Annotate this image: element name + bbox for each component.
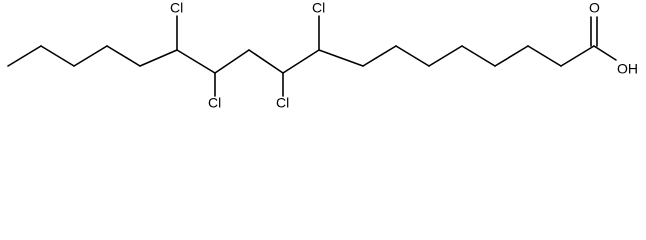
atom-label-cl-c12: Cl xyxy=(208,95,221,111)
atom-label-cl-c10: Cl xyxy=(276,95,289,111)
bond-c4-c5 xyxy=(461,45,496,67)
bond-c7-c8 xyxy=(362,45,397,67)
bond-c2-c3 xyxy=(527,45,562,67)
bond-c14-c15 xyxy=(106,45,141,67)
chlorine-bonds xyxy=(176,15,320,97)
bond-c9-c10 xyxy=(282,49,320,74)
bond-c1-oh xyxy=(593,45,617,61)
molecule-diagram: Cl Cl Cl Cl O OH xyxy=(0,0,646,118)
bond-c15-c16 xyxy=(73,45,108,67)
bond-c17-c18 xyxy=(7,45,42,67)
atom-label-carbonyl-o: O xyxy=(589,0,600,16)
atom-label-cl-c9: Cl xyxy=(312,0,325,16)
bond-c16-c17 xyxy=(40,45,75,67)
bond-c10-c11 xyxy=(248,49,284,74)
bond-c3-c4 xyxy=(494,45,529,67)
atom-labels: Cl Cl Cl Cl O OH xyxy=(170,0,638,111)
carbon-chain xyxy=(7,45,595,74)
bond-c5-c6 xyxy=(428,45,463,67)
bond-c11-c12 xyxy=(214,49,250,74)
bond-c12-c13 xyxy=(176,49,216,74)
bond-c8-c9 xyxy=(318,49,364,67)
atom-label-hydroxyl: OH xyxy=(617,61,638,77)
atom-label-cl-c13: Cl xyxy=(170,0,183,16)
bond-c1-c2 xyxy=(560,45,595,67)
bond-c13-c14 xyxy=(139,49,178,67)
bond-c6-c7 xyxy=(395,45,430,67)
carboxyl-group xyxy=(590,16,617,61)
